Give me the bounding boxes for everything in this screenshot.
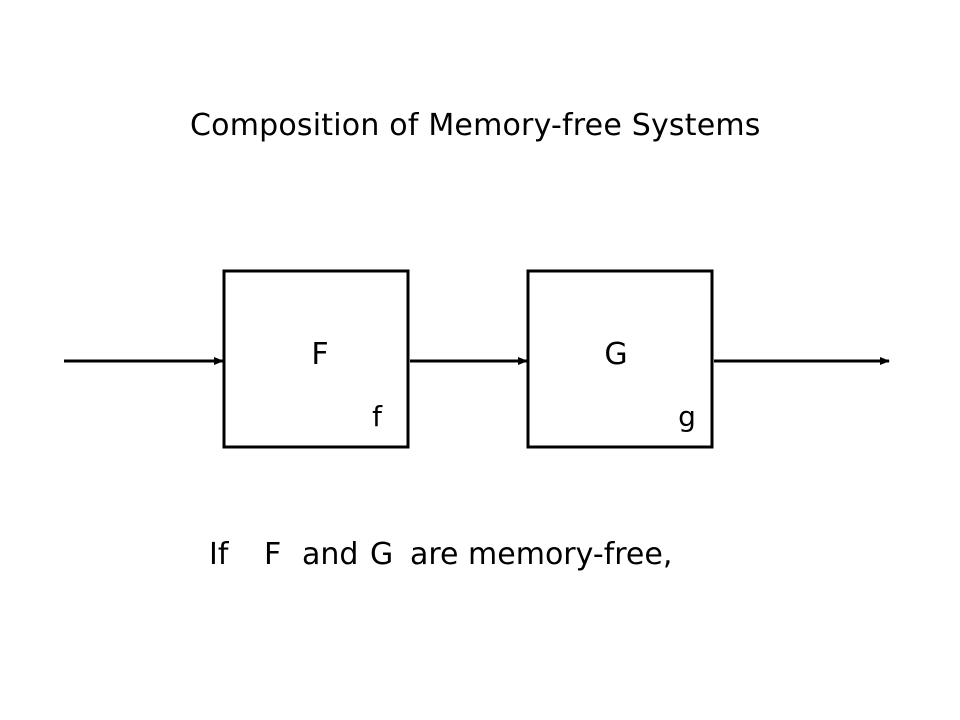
slide-title: Composition of Memory-free Systems bbox=[190, 108, 761, 143]
caption-if: If bbox=[209, 537, 229, 572]
block-f-box bbox=[222, 269, 410, 449]
caption-g: G bbox=[370, 537, 394, 572]
block-f-name: F bbox=[311, 337, 328, 372]
block-g-function: g bbox=[678, 400, 696, 433]
caption-rest: are memory-free, bbox=[410, 537, 673, 572]
block-g: G g bbox=[526, 269, 714, 449]
block-g-name: G bbox=[604, 337, 627, 372]
block-f: F f bbox=[222, 269, 410, 449]
caption-and: and bbox=[302, 537, 359, 572]
caption-f: F bbox=[264, 537, 282, 572]
block-g-box bbox=[526, 269, 714, 449]
block-f-function: f bbox=[372, 400, 383, 433]
